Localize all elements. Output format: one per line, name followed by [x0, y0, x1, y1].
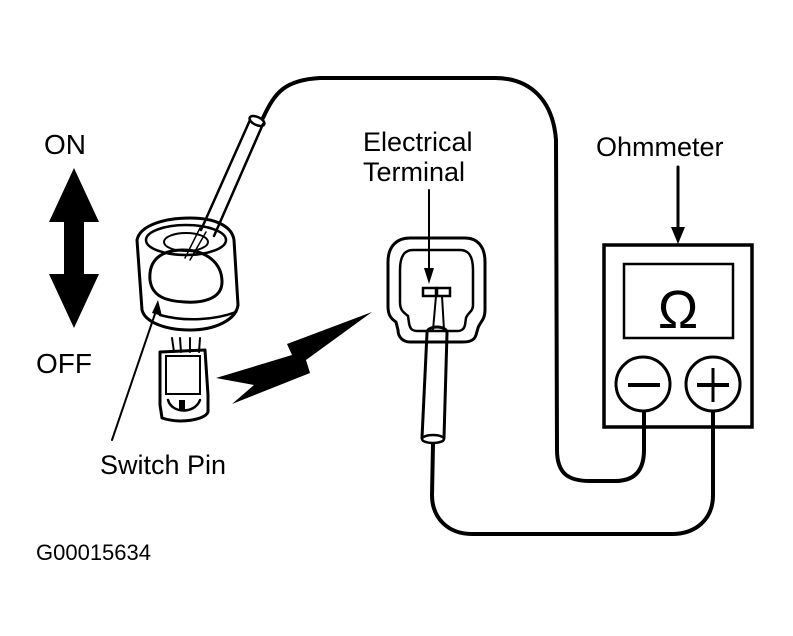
- ohmmeter-label: Ohmmeter: [596, 132, 724, 162]
- switch-probe: [184, 114, 266, 261]
- figure-id: G00015634: [36, 540, 151, 565]
- wire-positive-lead: [430, 418, 715, 536]
- ohmmeter-display: [622, 262, 735, 340]
- switch-pin-label: Switch Pin: [100, 450, 226, 480]
- wire-negative-lead: [261, 76, 646, 483]
- electrical-terminal-arrowhead-icon: [424, 268, 434, 284]
- ohmmeter-arrowhead-icon: [671, 227, 685, 244]
- terminal-probe: [420, 295, 449, 445]
- switch-body: [135, 216, 240, 423]
- ohmmeter: Ω: [602, 243, 754, 430]
- on-off-double-arrow-icon: [49, 168, 99, 328]
- switch-pin-leader-line: [111, 304, 159, 441]
- positive-terminal[interactable]: [684, 355, 742, 413]
- connection-arrow-icon: [216, 312, 372, 404]
- electrical-terminal-label-line1: Electrical: [363, 127, 473, 157]
- electrical-terminal-label-line2: Terminal: [363, 157, 465, 187]
- electrical-terminal-connector: [386, 236, 487, 344]
- on-label: ON: [44, 129, 86, 160]
- switch-pin-arrowhead-icon: [152, 300, 162, 316]
- ohm-symbol-icon: Ω: [658, 280, 698, 340]
- off-label: OFF: [36, 348, 92, 379]
- negative-terminal[interactable]: [614, 355, 672, 413]
